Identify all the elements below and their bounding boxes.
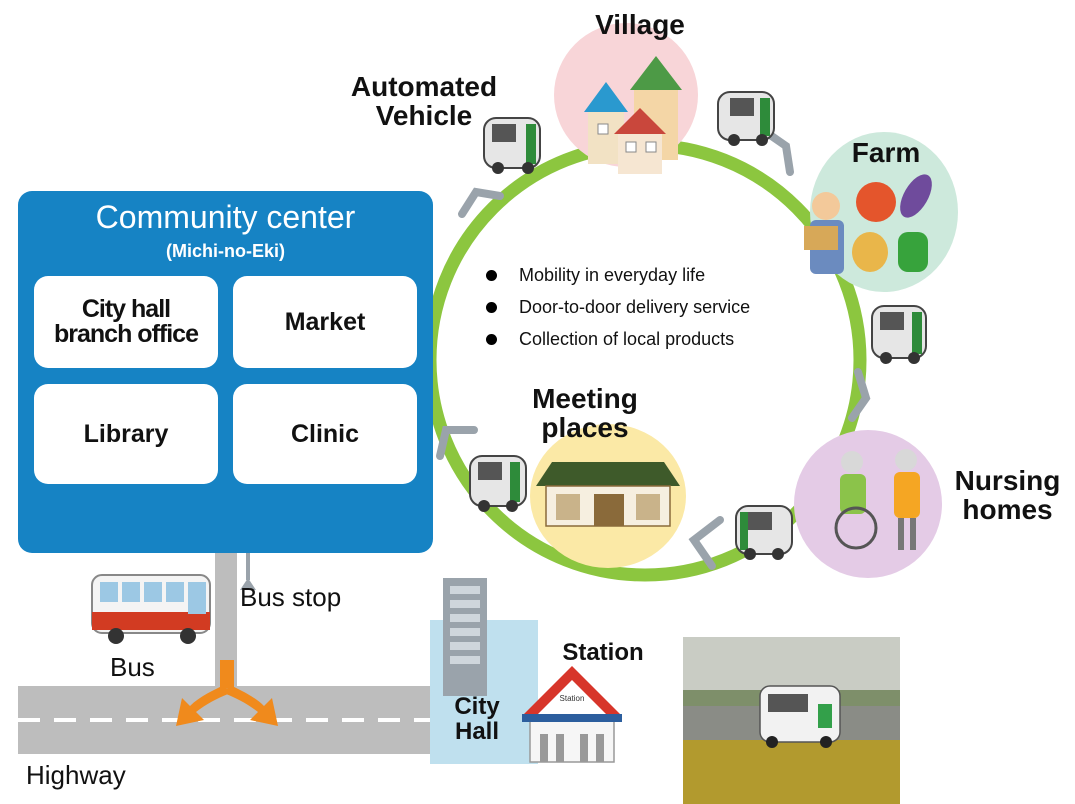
nursing-homes-illustration bbox=[794, 430, 942, 578]
facility-city-hall-branch-office: City hall branch office bbox=[34, 276, 218, 368]
facility-market: Market bbox=[233, 276, 417, 368]
station-building bbox=[522, 666, 622, 763]
community-center-panel: Community center (Michi-no-Eki) City hal… bbox=[18, 191, 433, 553]
facility-clinic: Clinic bbox=[233, 384, 417, 484]
highway-road bbox=[18, 686, 443, 754]
service-item: Collection of local products bbox=[484, 328, 750, 360]
meeting-places-label: Meeting places bbox=[532, 383, 638, 444]
automated-vehicle-icon bbox=[717, 91, 775, 146]
automated-vehicle-icon bbox=[735, 505, 793, 560]
automated-vehicle-icon bbox=[469, 455, 527, 512]
service-list: Mobility in everyday life Door-to-door d… bbox=[484, 264, 750, 360]
nursing-homes-label: Nursing homes bbox=[954, 465, 1061, 526]
automated-vehicle-icon bbox=[871, 305, 927, 364]
station-label: Station bbox=[562, 639, 644, 666]
junction-arrow-icon bbox=[176, 660, 278, 726]
city-hall-label: City Hall bbox=[454, 693, 500, 746]
automated-vehicle-label: Automated Vehicle bbox=[350, 71, 498, 132]
farm-illustration bbox=[804, 132, 958, 292]
city-hall-building bbox=[430, 578, 538, 764]
bus-label: Bus bbox=[110, 652, 155, 682]
village-label: Village bbox=[595, 9, 685, 40]
farm-label: Farm bbox=[851, 137, 921, 168]
service-item: Mobility in everyday life bbox=[484, 264, 750, 296]
facility-library: Library bbox=[34, 384, 218, 484]
community-center-subtitle: (Michi-no-Eki) bbox=[166, 241, 285, 261]
village-illustration bbox=[554, 23, 698, 174]
community-center-title: Community center bbox=[95, 199, 356, 235]
vehicle-photo bbox=[683, 637, 900, 804]
access-road bbox=[215, 553, 237, 693]
highway-label: Highway bbox=[26, 760, 126, 790]
bus-icon bbox=[91, 574, 211, 644]
automated-vehicle-icon bbox=[483, 117, 541, 174]
meeting-places-illustration bbox=[530, 424, 686, 568]
bus-stop-label: Bus stop bbox=[240, 582, 342, 612]
service-item: Door-to-door delivery service bbox=[484, 296, 750, 328]
station-sign: Station bbox=[559, 694, 585, 703]
